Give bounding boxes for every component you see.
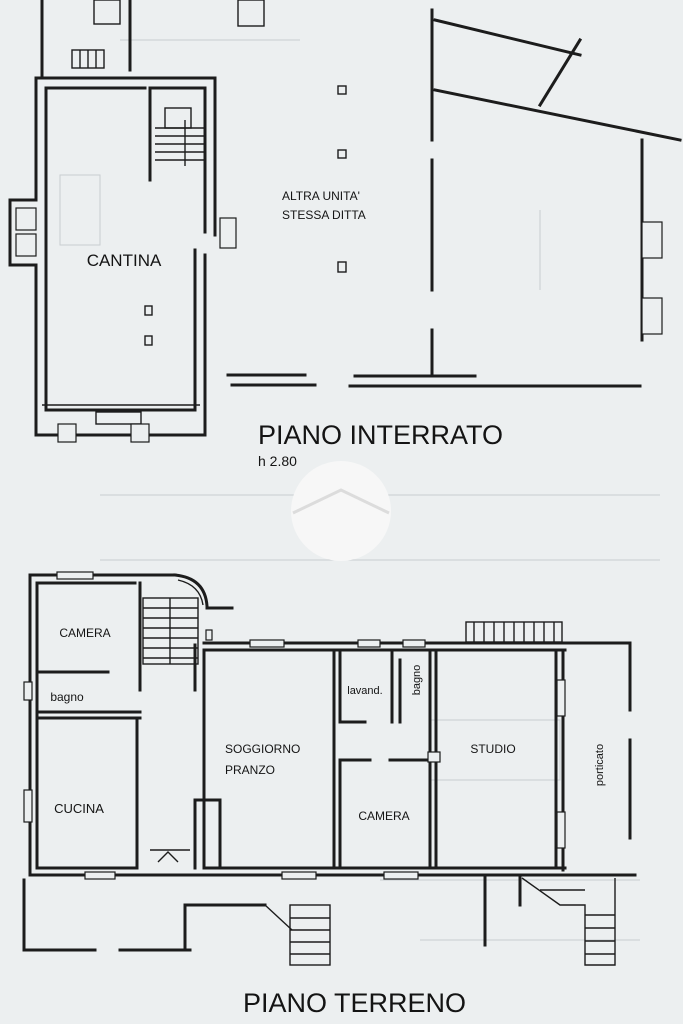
room-label-other-unit-1: ALTRA UNITA' (282, 189, 360, 203)
stair-ground-porch (465, 621, 563, 643)
basement-plan (8, 0, 682, 443)
room-label-cantina: CANTINA (87, 251, 162, 270)
watermark-logo (291, 461, 391, 561)
room-label-soggiorno-2: PRANZO (225, 763, 275, 777)
room-label-soggiorno-1: SOGGIORNO (225, 742, 300, 756)
room-label-cucina: CUCINA (54, 801, 104, 816)
room-label-camera-1: CAMERA (59, 626, 110, 640)
stair-ground-interior (142, 579, 204, 665)
stair-basement (155, 120, 206, 166)
basement-height: h 2.80 (258, 453, 297, 469)
room-label-lavanderia: lavand. (347, 685, 382, 697)
room-label-bagno-2: bagno (411, 665, 423, 696)
room-label-bagno-1: bagno (50, 690, 84, 704)
room-label-studio: STUDIO (470, 742, 515, 756)
room-label-porticato: porticato (594, 744, 606, 786)
stair-external-left (264, 904, 331, 966)
room-label-camera-2: CAMERA (358, 809, 409, 823)
room-label-other-unit-2: STESSA DITTA (282, 208, 366, 222)
basement-title: PIANO INTERRATO (258, 420, 503, 450)
stair-external-right (521, 877, 616, 966)
ground-floor-title: PIANO TERRENO (243, 988, 466, 1018)
ground-floor-plan (22, 571, 637, 966)
